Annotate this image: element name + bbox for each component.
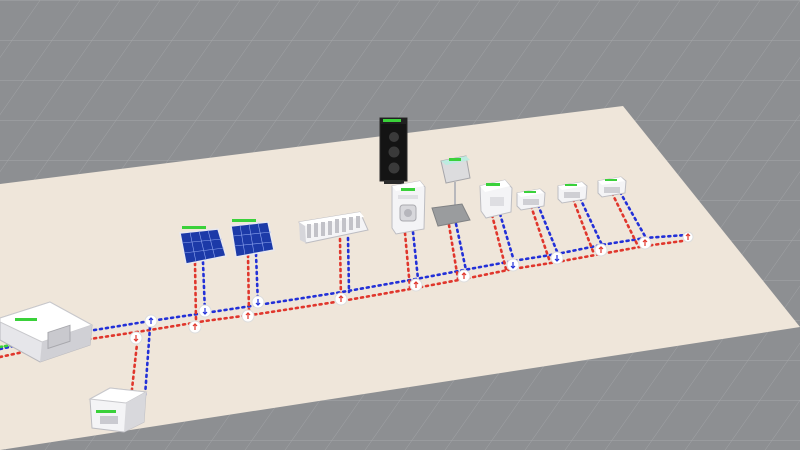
connection-node[interactable] [241,309,255,323]
connection-node[interactable] [506,258,520,272]
lamp-icon[interactable] [431,155,471,227]
washer-icon[interactable] [391,180,426,235]
connection-node[interactable] [457,269,471,283]
battery-box-icon[interactable] [88,387,148,433]
connection-node[interactable] [409,278,423,292]
connection-node[interactable] [144,314,158,328]
ac-unit-icon[interactable] [298,211,369,244]
connection-node[interactable] [638,236,652,250]
connection-node[interactable] [129,331,143,345]
appliance-icon[interactable] [597,176,627,198]
appliance-icon[interactable] [557,181,588,204]
connection-node[interactable] [682,231,694,243]
solar-panel-icon[interactable] [230,219,275,258]
solar-panel-icon[interactable] [179,226,227,265]
speaker-icon[interactable] [379,117,408,184]
connection-nodes [129,231,694,345]
connection-node[interactable] [550,251,564,265]
appliance-icon[interactable] [516,188,546,211]
fridge-icon[interactable] [479,179,513,219]
connection-node[interactable] [334,292,348,306]
power-hub-icon[interactable] [0,301,94,363]
connection-node[interactable] [188,320,202,334]
connection-node[interactable] [198,304,212,318]
connection-node[interactable] [594,243,608,257]
connection-node[interactable] [251,295,265,309]
